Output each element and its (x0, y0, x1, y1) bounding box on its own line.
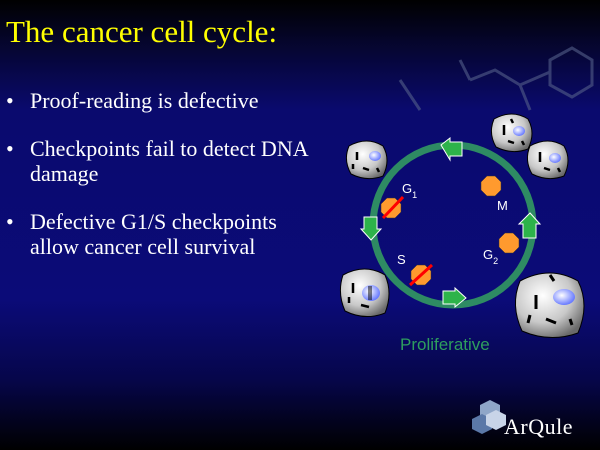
cell-icon (490, 113, 533, 153)
bullet-icon: • (6, 88, 14, 113)
arqule-logo-text: ArQule (504, 414, 573, 439)
arrow-right-icon (442, 286, 467, 309)
diagram-caption: Proliferative (400, 335, 490, 354)
bullet-item: • Proof-reading is defective (6, 88, 326, 113)
label-m: M (497, 198, 508, 213)
cell-icon (345, 140, 388, 180)
label-g1: G1 (402, 181, 417, 200)
molecule-decoration (398, 46, 594, 111)
dividing-cell-icon (339, 268, 390, 317)
label-g2: G2 (483, 247, 498, 266)
arrow-down-icon (359, 216, 383, 241)
arqule-logo-icon (472, 400, 506, 434)
arrow-up-icon (517, 212, 542, 239)
slide-title: The cancer cell cycle: (6, 14, 278, 49)
bullet-list: • Proof-reading is defective • Checkpoints… (6, 88, 326, 282)
bullet-item: • Checkpoints fail to detect DNA damage (6, 136, 326, 186)
defect-mark-s (408, 263, 434, 287)
arrow-left-icon (440, 136, 463, 162)
bullet-text: Defective G1/S checkpoints allow cancer … (30, 209, 277, 259)
checkpoint-m-icon (480, 175, 502, 197)
checkpoint-g2-icon (498, 232, 520, 254)
bullet-icon: • (6, 136, 14, 161)
bullet-item: • Defective G1/S checkpoints allow cancer… (6, 209, 326, 259)
cell-cycle-ring (369, 141, 537, 309)
label-s: S (397, 252, 406, 267)
bullet-icon: • (6, 209, 14, 234)
defect-mark-g1 (381, 195, 405, 220)
large-cell-icon (515, 272, 585, 338)
cell-icon (526, 140, 569, 180)
bullet-text: Proof-reading is defective (30, 88, 259, 113)
bullet-text: Checkpoints fail to detect DNA damage (30, 136, 308, 186)
